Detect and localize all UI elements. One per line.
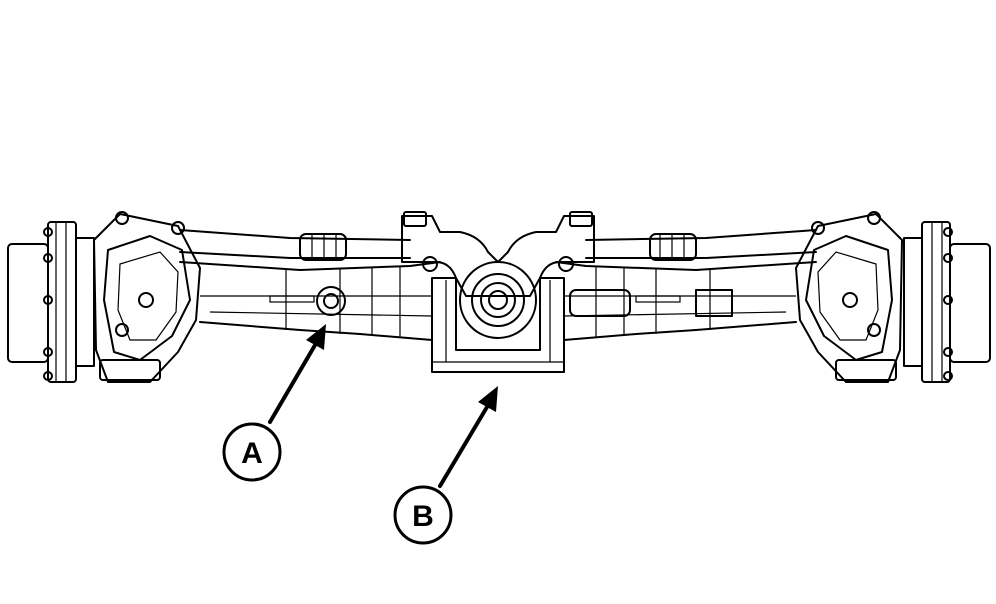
callout-a-label: A	[241, 437, 263, 470]
callout-b-label: B	[412, 500, 434, 533]
right-steering-knuckle	[795, 211, 903, 383]
tie-rod	[179, 229, 817, 261]
left-steering-knuckle	[93, 211, 201, 383]
callout-a-circle	[222, 422, 282, 482]
callout-b-circle	[393, 485, 453, 545]
axle-housing	[179, 261, 817, 341]
fill-plug	[316, 286, 346, 316]
right-wheel-hub	[903, 221, 991, 383]
callout-a: A	[222, 324, 326, 482]
left-wheel-hub	[7, 221, 95, 383]
center-pivot-housing	[401, 211, 595, 373]
callout-b: B	[393, 386, 498, 545]
